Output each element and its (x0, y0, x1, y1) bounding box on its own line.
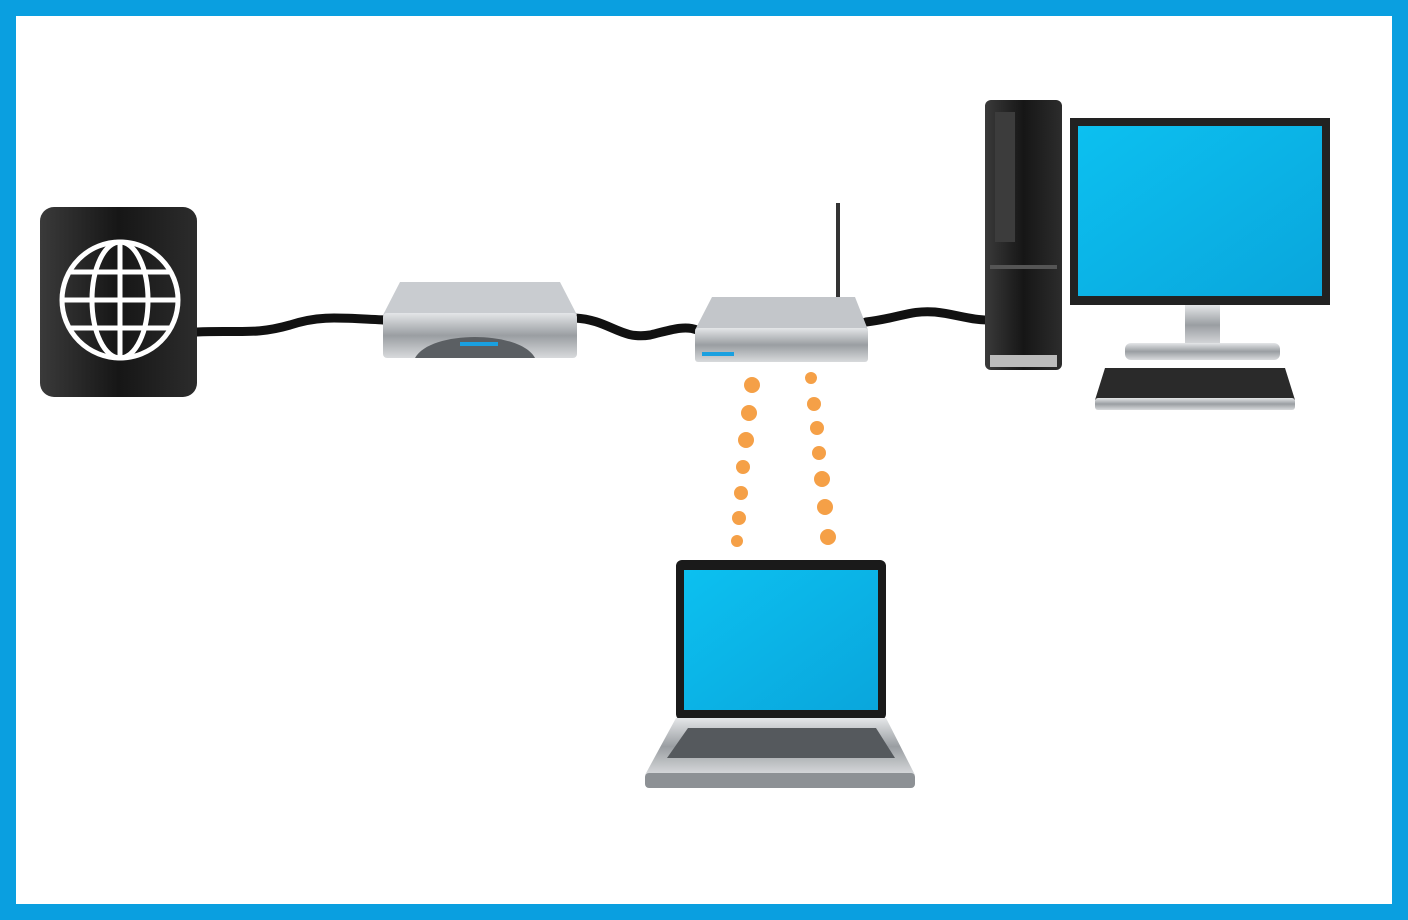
router-icon (695, 203, 868, 362)
cables (192, 307, 992, 341)
desktop-computer-icon (985, 100, 1330, 410)
cable-router-desktop (861, 307, 992, 327)
cable-internet-modem (192, 313, 390, 337)
globe-icon (40, 207, 197, 397)
modem-icon (383, 282, 577, 358)
cable-modem-router (570, 313, 702, 341)
wireless-signal-icon (731, 372, 836, 547)
laptop-icon (645, 560, 915, 788)
